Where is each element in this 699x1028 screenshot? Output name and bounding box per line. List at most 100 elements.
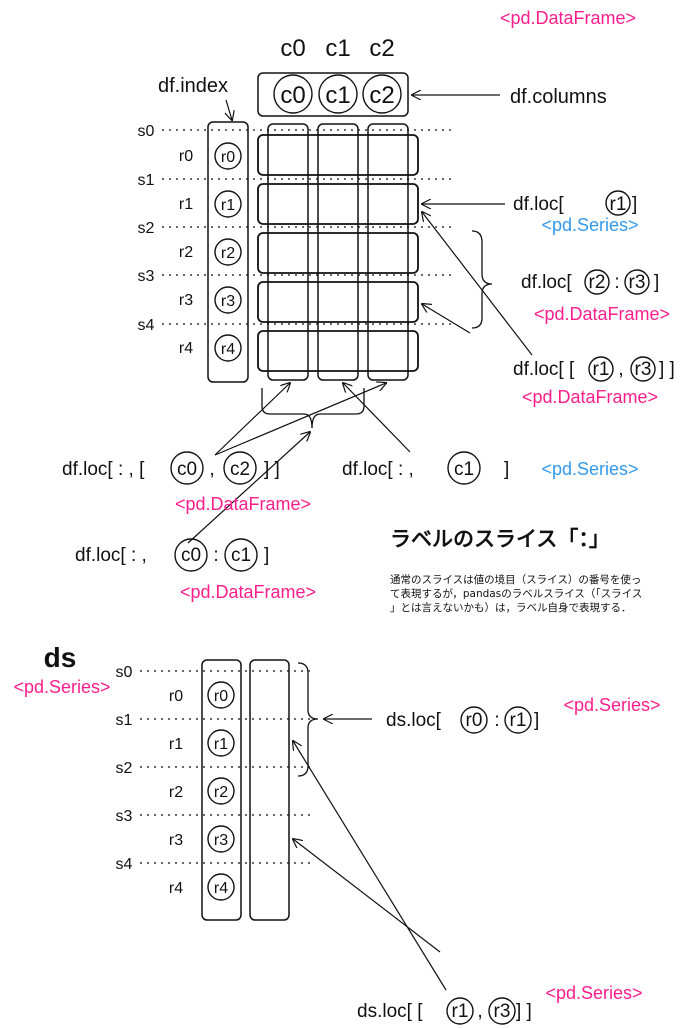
series-row-label-r1: r1: [169, 736, 183, 753]
token-circle: [624, 269, 650, 295]
series-row-label-r2: r2: [169, 784, 183, 801]
series-slice-s1: s1: [116, 712, 133, 729]
token-circle: [273, 74, 313, 114]
token-circle: [362, 74, 402, 114]
loc-c1-arrow: [343, 383, 411, 453]
token-circle: [584, 269, 610, 295]
token-circle: [488, 997, 516, 1025]
loc-slice-sep: :: [213, 545, 218, 566]
loc-r1-type: <pd.Series>: [541, 215, 638, 235]
loc-slice-type: <pd.DataFrame>: [180, 582, 316, 602]
loc-r1-suffix: ]: [632, 194, 637, 215]
series-brace: [297, 662, 319, 777]
loc-list-token-r3: r3: [635, 359, 652, 380]
loc-list-prefix: df.loc[ [: [513, 359, 575, 380]
row-label-r3: r3: [179, 292, 193, 309]
brace-c0-c1: [261, 388, 365, 429]
index-arrow: [226, 99, 232, 120]
loc-list-sep: ,: [618, 359, 623, 380]
token-circle: [224, 538, 258, 572]
loc-cols-prefix: df.loc[ : , [: [62, 459, 145, 480]
loc-cols-arrow-c0: [214, 383, 290, 456]
note-line-3: 」とは言えないかも）は，ラベル自身で表現する．: [390, 601, 632, 614]
index-token-r0: r0: [221, 149, 235, 166]
loc-r2r3-type: <pd.DataFrame>: [534, 304, 670, 324]
series-slice-token-r0: r0: [466, 710, 483, 731]
dataframe-type-label: <pd.DataFrame>: [500, 8, 636, 28]
series-list-arrow-r1: [293, 741, 447, 991]
series-values-box: [249, 659, 290, 921]
loc-r2r3-suffix: ]: [654, 272, 659, 293]
loc-r1-prefix: df.loc[: [513, 194, 564, 215]
loc-cols-suffix: ] ]: [264, 459, 280, 480]
column-header-c1: c1: [325, 35, 350, 62]
slice-point-s0: s0: [138, 123, 155, 140]
loc-slice-token-c1: c1: [231, 545, 251, 566]
loc-cols-arrow-c2: [214, 383, 386, 456]
token-circle: [460, 706, 488, 734]
column-boxes: [267, 123, 409, 381]
series-index-token-r3: r3: [214, 832, 228, 849]
columns-box: [257, 72, 409, 117]
slice-point-s1: s1: [138, 172, 155, 189]
loc-list-suffix: ] ]: [659, 359, 675, 380]
loc-r1-token: r1: [610, 194, 627, 215]
loc-c1-prefix: df.loc[ : ,: [342, 459, 414, 480]
loc-list-type: <pd.DataFrame>: [522, 387, 658, 407]
loc-r2r3-token-end: r3: [629, 272, 646, 293]
series-slice-s4: s4: [116, 856, 133, 873]
loc-cols-token-c0: c0: [177, 459, 197, 480]
slice-lines-bottom: [140, 670, 312, 864]
loc-slice-token-c0: c0: [181, 545, 201, 566]
series-index-circles: [207, 681, 235, 901]
series-index-box: [201, 659, 242, 921]
index-label: df.index: [158, 75, 228, 97]
series-slice-s2: s2: [116, 760, 133, 777]
index-token-r1: r1: [221, 197, 235, 214]
loc-c1-suffix: ]: [504, 459, 509, 480]
token-circle: [223, 451, 257, 485]
brace-r2-r3: [471, 230, 493, 329]
token-circle: [446, 997, 474, 1025]
row-label-r1: r1: [179, 196, 193, 213]
series-index-token-r4: r4: [214, 880, 228, 897]
series-slice-sep: :: [494, 710, 499, 731]
index-token-r3: r3: [221, 293, 235, 310]
columns-token-c1: c1: [325, 82, 350, 109]
series-slice-suffix: ]: [534, 710, 539, 731]
loc-r2r3-prefix: df.loc[: [521, 272, 572, 293]
loc-r2r3-sep: :: [614, 272, 619, 293]
series-row-label-r3: r3: [169, 832, 183, 849]
series-list-sep: ,: [477, 1001, 482, 1022]
series-slice-s0: s0: [116, 664, 133, 681]
loc-cols-token-c2: c2: [230, 459, 250, 480]
loc-c1-type: <pd.Series>: [541, 459, 638, 479]
index-token-r2: r2: [221, 245, 235, 262]
note-line-1: 通常のスライスは値の境目（スライス）の番号を使っ: [390, 573, 641, 586]
token-circle: [504, 706, 532, 734]
slice-point-s4: s4: [138, 317, 155, 334]
series-slice-s3: s3: [116, 808, 133, 825]
loc-slice-suffix: ]: [264, 545, 269, 566]
series-slice-token-r1: r1: [510, 710, 527, 731]
series-row-label-r0: r0: [169, 688, 183, 705]
token-circle: [588, 356, 614, 382]
token-circle: [170, 451, 204, 485]
note-heading: ラベルのスライス「：」: [390, 527, 610, 551]
loc-c1-token: c1: [454, 459, 474, 480]
series-name: ds: [44, 642, 77, 673]
index-token-r4: r4: [221, 341, 235, 358]
series-list-arrow-r3: [293, 839, 441, 953]
loc-list-token-r1: r1: [593, 359, 610, 380]
token-circle: [605, 190, 631, 216]
loc-slice-prefix: df.loc[ : ,: [75, 545, 147, 566]
note-line-2: て表現するが，pandasのラベルスライス（「スライス: [390, 587, 642, 600]
series-list-token-r3: r3: [494, 1001, 511, 1022]
token-circle: [174, 538, 208, 572]
loc-cols-type: <pd.DataFrame>: [175, 494, 311, 514]
token-circle: [630, 356, 656, 382]
loc-r2r3-token-start: r2: [589, 272, 606, 293]
series-slice-prefix: ds.loc[: [386, 710, 442, 731]
